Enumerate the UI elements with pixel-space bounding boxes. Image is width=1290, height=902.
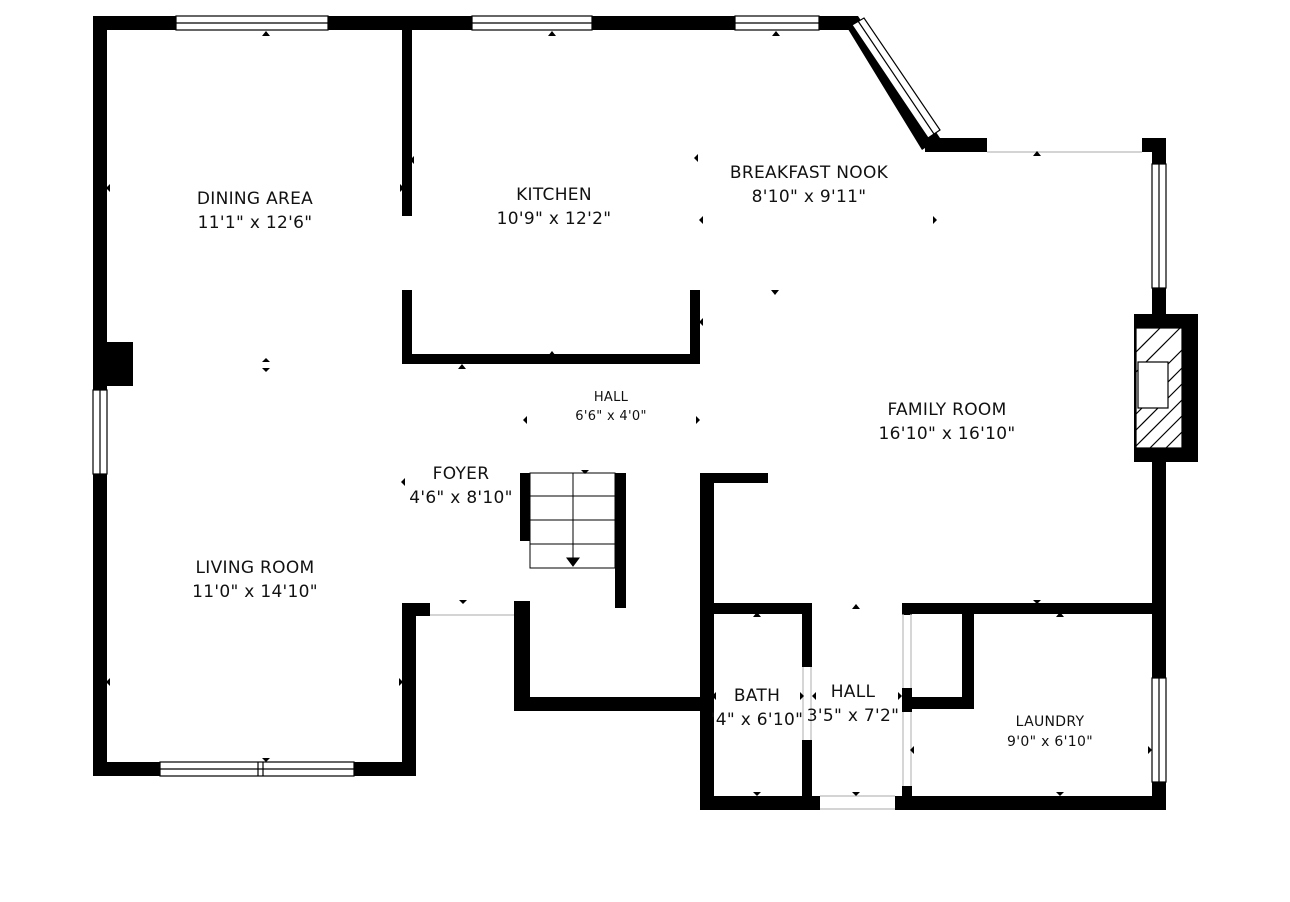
room-name: FOYER [432,464,490,484]
wall-foyer-south-east [514,601,530,711]
wall-nook-north [925,138,987,152]
room-name: FAMILY ROOM [887,400,1007,420]
room-dimensions: 3'5" x 7'2" [806,706,900,726]
wall-dining-kitchen [402,30,412,216]
room-name: KITCHEN [516,185,592,205]
wall-bath-stub-north [700,473,768,483]
room-label-family-room: FAMILY ROOM 16'10" x 16'10" [879,400,1016,444]
room-name: LIVING ROOM [195,558,315,578]
room-dimensions: '4" x 6'10" [710,710,804,730]
room-label-bath: BATH '4" x 6'10" [711,686,803,730]
room-label-dining-area: DINING AREA 11'1" x 12'6" [197,189,313,233]
wall-laundry-west-upper [902,603,912,615]
wall-laundry-south [895,796,1166,810]
room-label-hall-lower: HALL 3'5" x 7'2" [807,682,899,726]
wall-closet-laundry-south [902,697,974,709]
room-name: HALL [830,682,876,702]
room-dimensions: 8'10" x 9'11" [751,187,867,207]
room-name: BREAKFAST NOOK [729,163,889,183]
dimension-markers [106,31,1154,796]
wall-laundry-north [902,603,1166,614]
wall-foyer-south-stub [402,603,430,616]
wall-west-bump [93,342,133,386]
stair-wall-west [520,473,530,541]
wall-bath-east-lower [802,740,812,810]
room-name: HALL [593,390,629,405]
wall-closet-south [514,697,714,711]
wall-bath-north [700,603,810,614]
wall-bath-south [700,796,820,810]
room-label-laundry: LAUNDRY 9'0" x 6'10" [1007,714,1093,750]
room-dimensions: 6'6" x 4'0" [575,409,647,424]
room-dimensions: 9'0" x 6'10" [1007,734,1093,750]
stairs [529,472,616,569]
room-label-breakfast-nook: BREAKFAST NOOK 8'10" x 9'11" [730,163,888,207]
kitchen-counter-south [402,354,700,364]
room-name: DINING AREA [196,189,314,209]
room-label-living-room: LIVING ROOM 11'0" x 14'10" [192,558,318,602]
windows [92,15,1167,783]
room-label-foyer: FOYER 4'6" x 8'10" [409,464,513,508]
room-dimensions: 16'10" x 16'10" [878,424,1016,444]
wall-living-east [402,603,416,776]
wall-bath-east [802,603,812,667]
wall-closet-laundry-east [962,603,974,709]
room-dimensions: 11'0" x 14'10" [192,582,318,602]
room-dimensions: 4'6" x 8'10" [409,488,513,508]
room-label-kitchen: KITCHEN 10'9" x 12'2" [497,185,612,229]
room-name: BATH [733,686,781,706]
stair-wall-east [615,473,626,608]
room-dimensions: 10'9" x 12'2" [496,209,612,229]
stair-direction-arrow [566,557,580,567]
room-name: LAUNDRY [1015,714,1085,730]
room-dimensions: 11'1" x 12'6" [197,213,313,233]
wall-bath-west [700,473,714,809]
fireplace-hatch [1135,327,1183,449]
kitchen-counter-west [402,290,412,364]
room-label-hall-upper: HALL 6'6" x 4'0" [575,390,646,424]
kitchen-counter-east [690,290,700,364]
